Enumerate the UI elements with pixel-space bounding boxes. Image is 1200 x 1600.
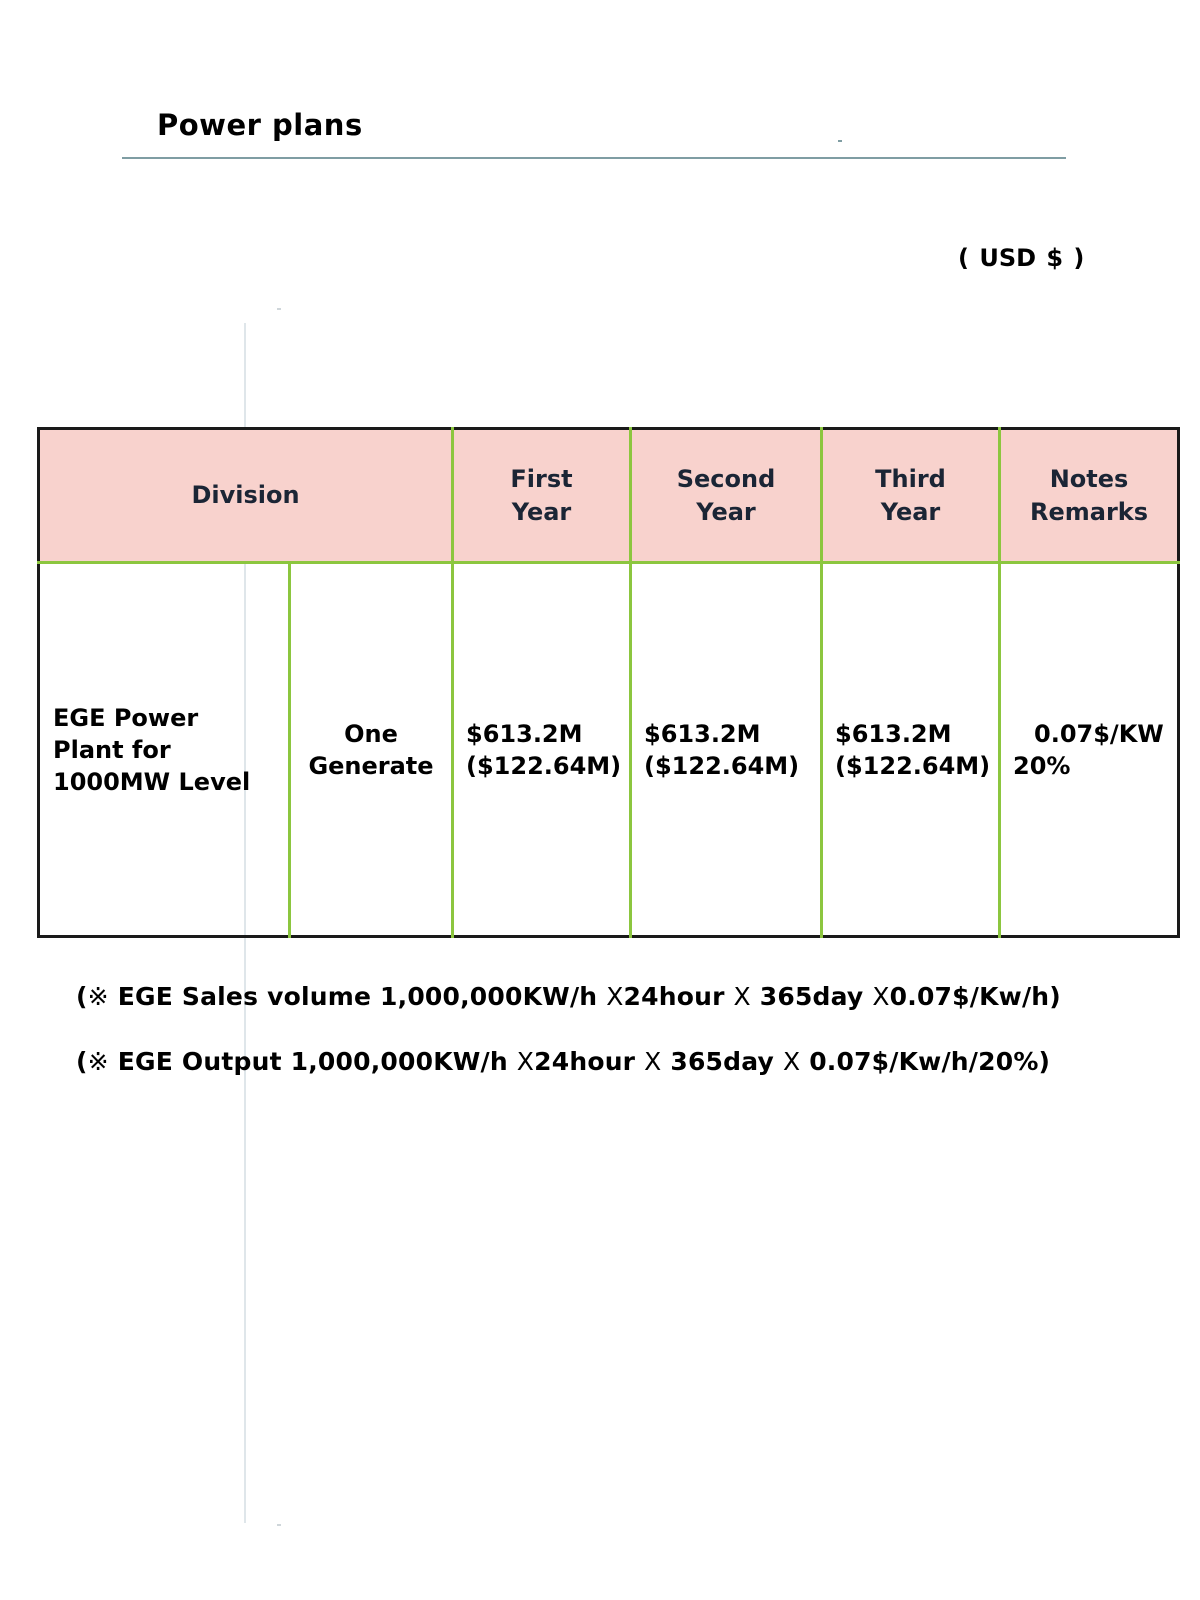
- page-speck: [277, 1524, 281, 1526]
- reference-mark-icon: ※: [87, 1047, 109, 1076]
- page-speck: [277, 308, 281, 310]
- cell-generation-type: One Generate: [287, 561, 455, 937]
- power-plan-table: Division First Year Second Year Third Ye…: [37, 427, 1181, 938]
- table-header-row: Division First Year Second Year Third Ye…: [38, 428, 1179, 564]
- cell-notes: 0.07$/KW 20%: [998, 561, 1179, 937]
- cell-third-year-value: $613.2M ($122.64M): [820, 561, 1002, 937]
- header-notes: Notes Remarks: [998, 428, 1179, 564]
- rule-mark: [838, 140, 842, 142]
- cell-first-year-value: $613.2M ($122.64M): [451, 561, 633, 937]
- cell-plant: EGE Power Plant for 1000MW Level: [38, 561, 291, 937]
- currency-label: ( USD $ ): [958, 244, 1085, 272]
- multiply-sign: X: [644, 1047, 662, 1076]
- multiply-sign: X: [516, 1047, 535, 1076]
- sales-volume-formula: (※ EGE Sales volume 1,000,000KW/h X24hou…: [76, 982, 1061, 1011]
- page-title: Power plans: [157, 108, 363, 142]
- header-first-year: First Year: [451, 428, 633, 564]
- multiply-sign: X: [733, 982, 751, 1011]
- header-second-year: Second Year: [629, 428, 824, 564]
- title-underline: [122, 157, 1066, 159]
- multiply-sign: X: [606, 982, 624, 1011]
- cell-second-year-value: $613.2M ($122.64M): [629, 561, 824, 937]
- reference-mark-icon: ※: [87, 982, 109, 1011]
- header-third-year: Third Year: [820, 428, 1002, 564]
- table-row: EGE Power Plant for 1000MW Level One Gen…: [38, 561, 1179, 937]
- multiply-sign: X: [872, 982, 890, 1011]
- multiply-sign: X: [782, 1047, 801, 1076]
- header-division: Division: [38, 428, 455, 564]
- output-formula: (※ EGE Output 1,000,000KW/h X24hour X 36…: [76, 1047, 1051, 1076]
